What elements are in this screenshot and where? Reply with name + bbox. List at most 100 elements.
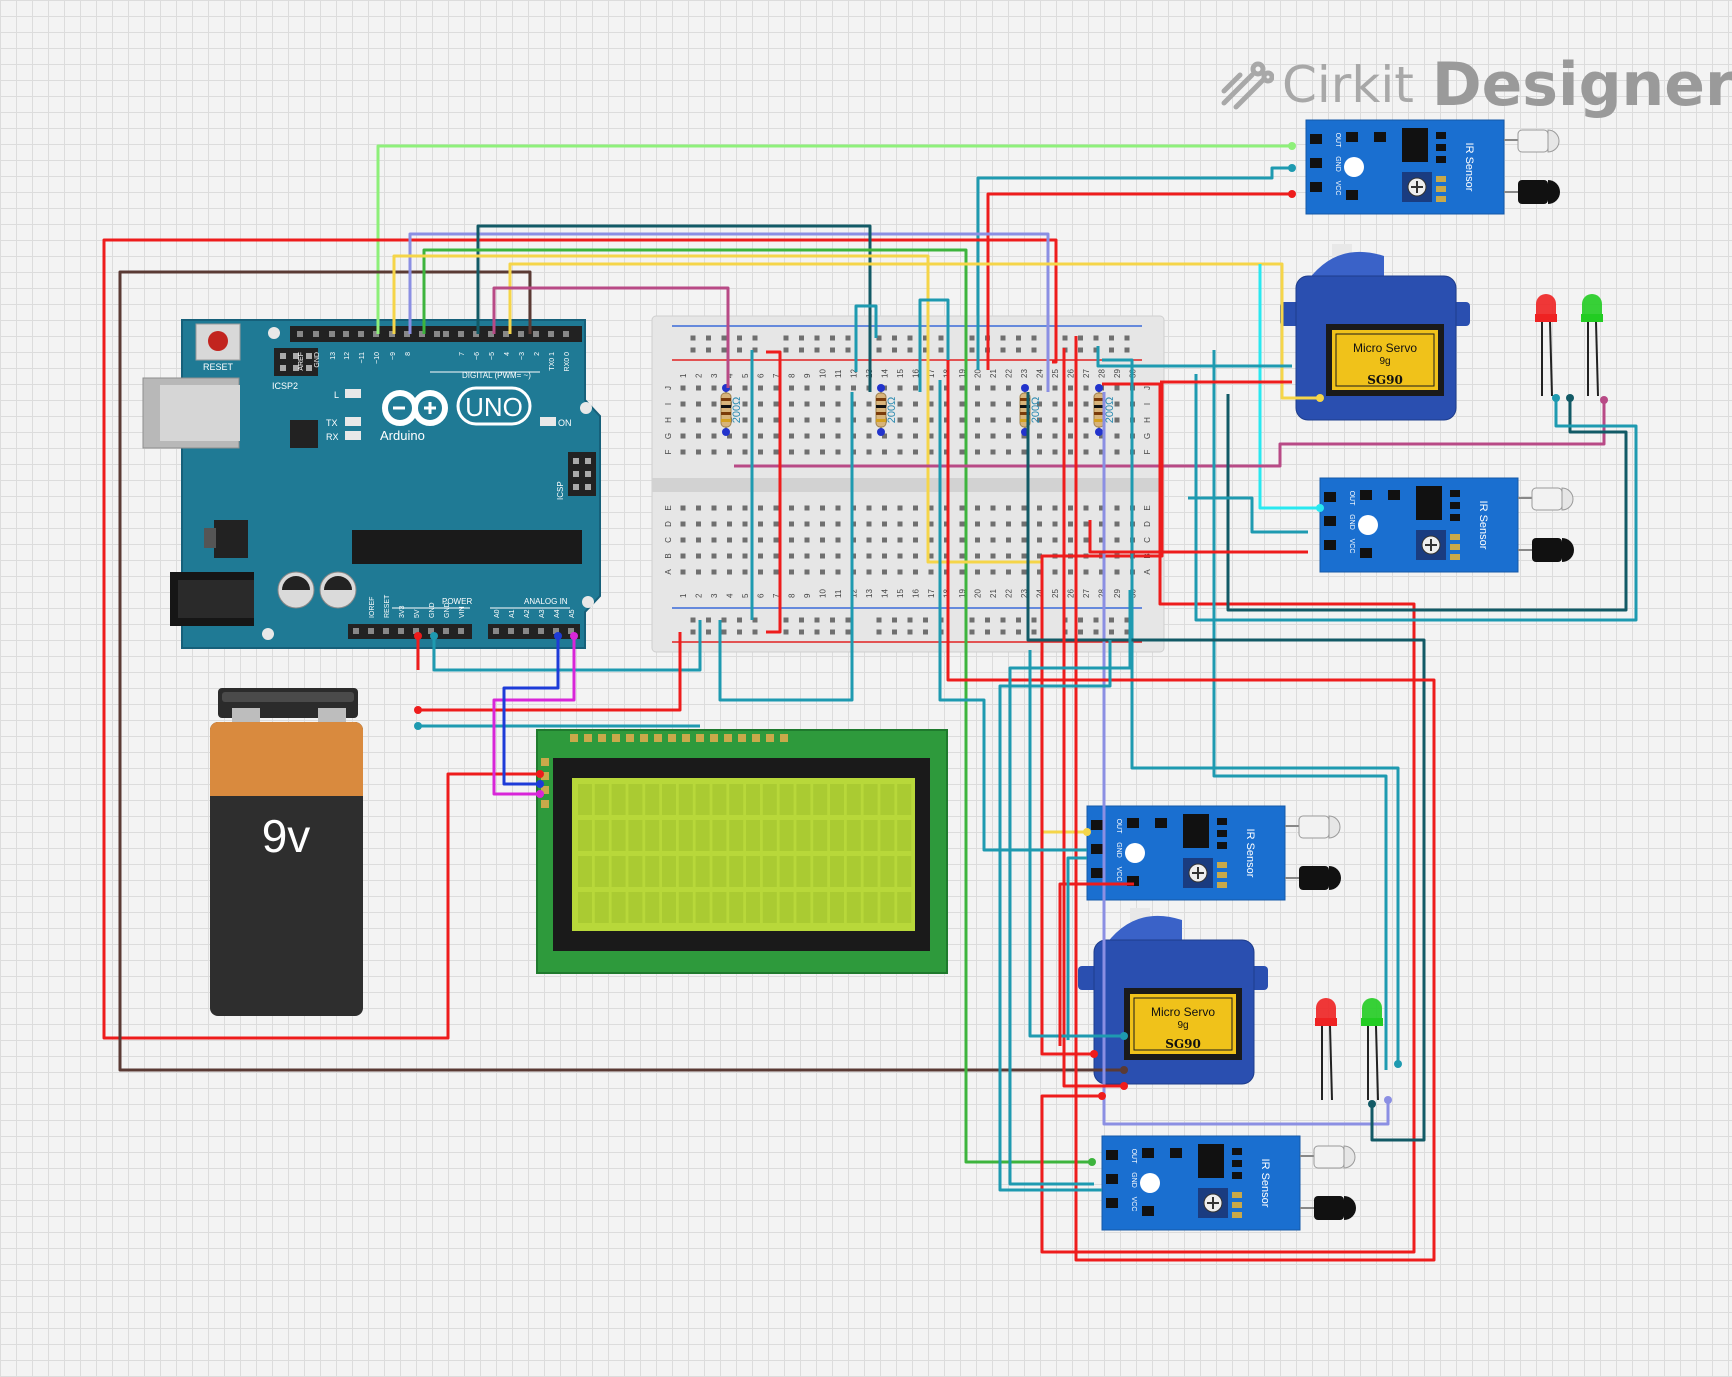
ir-pin[interactable] <box>1106 1198 1118 1208</box>
rail-hole[interactable] <box>721 347 727 353</box>
rail-hole[interactable] <box>1000 617 1006 623</box>
breadboard-hole[interactable] <box>742 569 748 575</box>
breadboard-hole[interactable] <box>928 521 934 527</box>
battery-9v[interactable]: 9v <box>210 688 363 1016</box>
rail-hole[interactable] <box>752 617 758 623</box>
resistor[interactable]: 200Ω <box>1093 384 1116 436</box>
breadboard-hole[interactable] <box>959 569 965 575</box>
breadboard-hole[interactable] <box>804 385 810 391</box>
breadboard-hole[interactable] <box>835 537 841 543</box>
breadboard-hole[interactable] <box>1114 433 1120 439</box>
lcd-pin[interactable] <box>654 734 662 742</box>
breadboard-hole[interactable] <box>1068 521 1073 527</box>
breadboard-hole[interactable] <box>913 433 918 439</box>
rail-hole[interactable] <box>783 617 789 623</box>
breadboard-hole[interactable] <box>1068 449 1073 455</box>
header-pin[interactable] <box>523 628 529 634</box>
breadboard-hole[interactable] <box>758 569 763 575</box>
breadboard-hole[interactable] <box>696 433 701 439</box>
wires[interactable] <box>102 142 1638 1262</box>
breadboard-hole[interactable] <box>928 537 934 543</box>
breadboard-hole[interactable] <box>897 401 903 407</box>
breadboard-hole[interactable] <box>1052 505 1058 511</box>
breadboard-hole[interactable] <box>897 553 903 559</box>
lcd-pin[interactable] <box>640 734 648 742</box>
breadboard-hole[interactable] <box>1068 569 1073 575</box>
breadboard-hole[interactable] <box>696 449 701 455</box>
breadboard-hole[interactable] <box>1021 553 1027 559</box>
breadboard-hole[interactable] <box>928 417 934 423</box>
ir-pin[interactable] <box>1324 540 1336 550</box>
breadboard-hole[interactable] <box>1006 521 1011 527</box>
wire-endpoint[interactable] <box>1288 142 1296 150</box>
breadboard-hole[interactable] <box>711 537 717 543</box>
breadboard-hole[interactable] <box>1083 537 1089 543</box>
header-pin[interactable] <box>343 331 349 337</box>
rail-hole[interactable] <box>923 617 928 623</box>
rail-hole[interactable] <box>814 617 820 623</box>
breadboard-hole[interactable] <box>789 569 794 575</box>
ir-pin[interactable] <box>1310 134 1322 144</box>
breadboard-hole[interactable] <box>1006 505 1011 511</box>
breadboard-hole[interactable] <box>1099 505 1104 511</box>
wire[interactable] <box>492 636 576 796</box>
rail-hole[interactable] <box>876 617 882 623</box>
breadboard-hole[interactable] <box>1114 401 1120 407</box>
wire[interactable] <box>986 192 1292 370</box>
breadboard-hole[interactable] <box>773 537 779 543</box>
rail-hole[interactable] <box>1016 629 1021 635</box>
breadboard-hole[interactable] <box>1114 505 1120 511</box>
breadboard-hole[interactable] <box>990 553 996 559</box>
breadboard-hole[interactable] <box>789 433 794 439</box>
breadboard-hole[interactable] <box>1114 521 1120 527</box>
header-pin[interactable] <box>413 628 419 634</box>
rail-hole[interactable] <box>1016 617 1021 623</box>
breadboard-hole[interactable] <box>835 449 841 455</box>
breadboard-hole[interactable] <box>1021 569 1027 575</box>
breadboard-hole[interactable] <box>758 401 763 407</box>
breadboard-hole[interactable] <box>1068 385 1073 391</box>
breadboard-hole[interactable] <box>758 553 763 559</box>
breadboard-hole[interactable] <box>835 553 841 559</box>
wire[interactable] <box>1066 856 1087 1040</box>
breadboard-hole[interactable] <box>928 401 934 407</box>
breadboard-hole[interactable] <box>820 569 825 575</box>
breadboard-hole[interactable] <box>773 505 779 511</box>
led[interactable] <box>1535 294 1557 397</box>
breadboard-hole[interactable] <box>789 505 794 511</box>
breadboard-hole[interactable] <box>1052 417 1058 423</box>
breadboard-hole[interactable] <box>990 521 996 527</box>
header-pin[interactable] <box>443 628 449 634</box>
breadboard-hole[interactable] <box>928 433 934 439</box>
breadboard-hole[interactable] <box>990 417 996 423</box>
lcd-pin[interactable] <box>780 734 788 742</box>
breadboard-hole[interactable] <box>866 569 872 575</box>
header-pin[interactable] <box>458 628 464 634</box>
breadboard-hole[interactable] <box>773 417 779 423</box>
breadboard-hole[interactable] <box>1083 505 1089 511</box>
wire-endpoint[interactable] <box>536 790 544 798</box>
breadboard-hole[interactable] <box>975 433 980 439</box>
wire[interactable] <box>502 636 560 786</box>
header-pin[interactable] <box>488 331 494 337</box>
rail-hole[interactable] <box>814 347 820 353</box>
rail-hole[interactable] <box>690 617 696 623</box>
rail-hole[interactable] <box>799 629 804 635</box>
breadboard-hole[interactable] <box>959 449 965 455</box>
wire[interactable] <box>766 350 782 634</box>
breadboard-hole[interactable] <box>680 521 686 527</box>
breadboard-hole[interactable] <box>1052 569 1058 575</box>
breadboard-hole[interactable] <box>680 569 686 575</box>
breadboard-hole[interactable] <box>866 449 872 455</box>
wire-endpoint[interactable] <box>414 722 422 730</box>
header-pin[interactable] <box>508 628 514 634</box>
rail-hole[interactable] <box>938 347 944 353</box>
breadboard-hole[interactable] <box>727 537 732 543</box>
wire-endpoint[interactable] <box>536 770 544 778</box>
breadboard-hole[interactable] <box>1083 521 1089 527</box>
breadboard-hole[interactable] <box>959 417 965 423</box>
breadboard-hole[interactable] <box>913 553 918 559</box>
rail-hole[interactable] <box>814 335 820 341</box>
breadboard-hole[interactable] <box>913 521 918 527</box>
breadboard-hole[interactable] <box>1068 433 1073 439</box>
